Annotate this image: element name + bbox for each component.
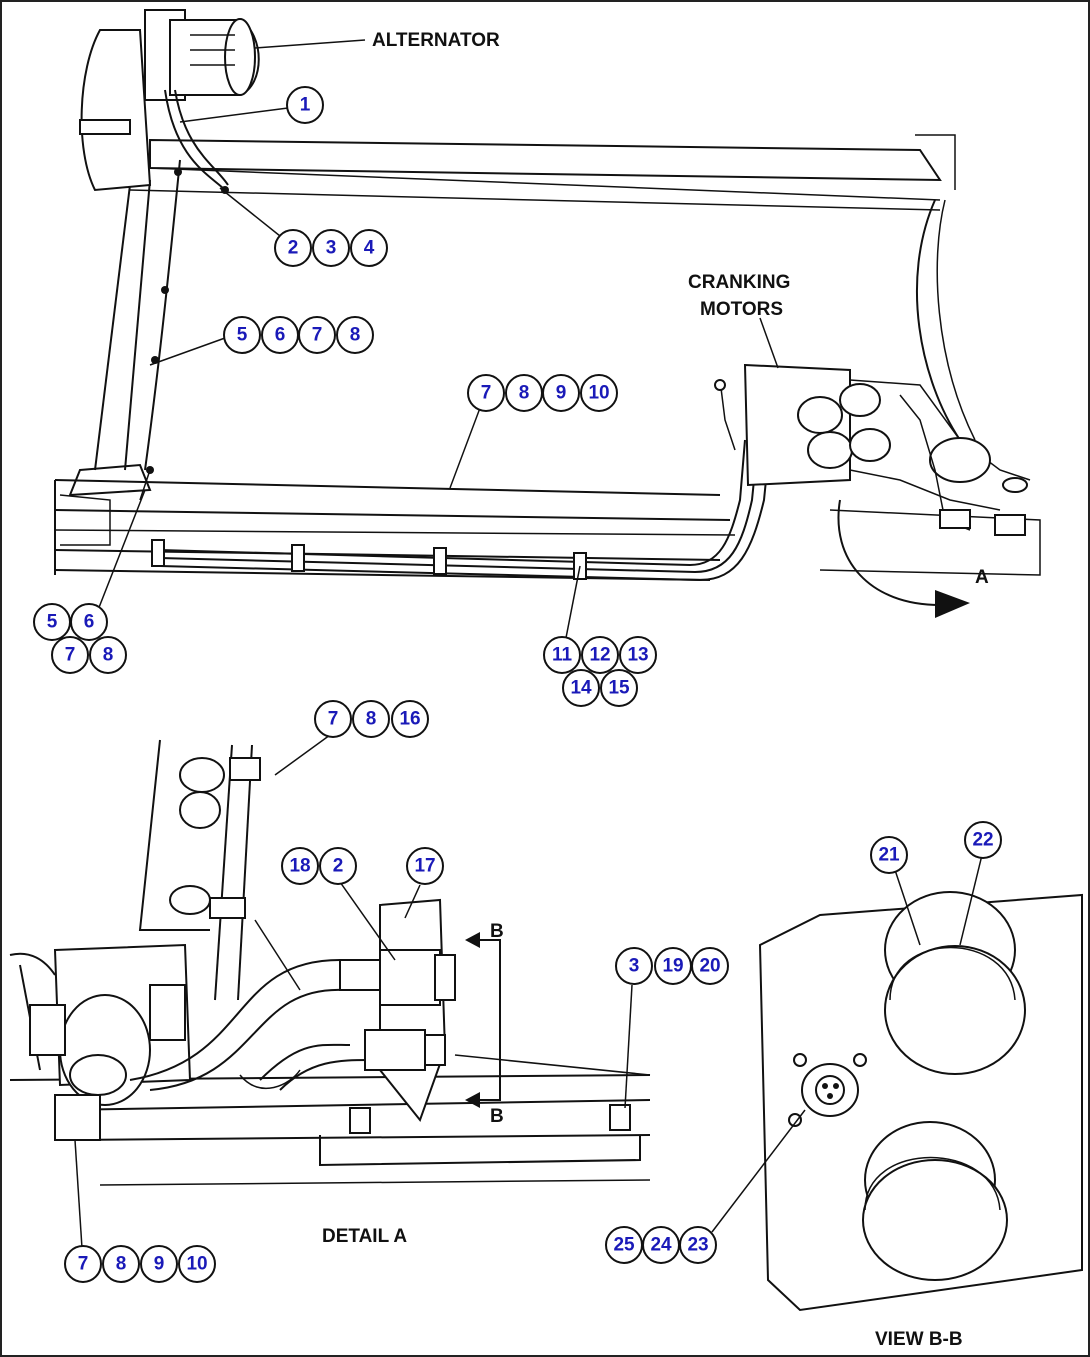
callout-bubble: 5 [223, 316, 261, 354]
callout-bubble: 9 [140, 1245, 178, 1283]
cranking-label-line1: CRANKING [688, 272, 790, 293]
svg-text:25: 25 [613, 1235, 635, 1256]
detail-a-title: DETAIL A [322, 1226, 407, 1247]
svg-text:8: 8 [103, 645, 114, 666]
section-b-arrows [465, 932, 501, 1108]
svg-text:15: 15 [608, 678, 630, 699]
callout-bubble: 6 [70, 603, 108, 641]
svg-text:3: 3 [629, 956, 640, 977]
svg-text:4: 4 [364, 238, 375, 259]
callout-bubble: 15 [600, 669, 638, 707]
cranking-label-line2: MOTORS [700, 299, 783, 320]
svg-text:22: 22 [972, 830, 993, 851]
callout-bubble: 7 [298, 316, 336, 354]
leaders-top [97, 39, 779, 644]
callout-bubble: 2 [274, 229, 312, 267]
callout-bubble: 17 [406, 847, 444, 885]
section-b-top-label: B [490, 921, 504, 942]
view-a-label: A [975, 567, 989, 588]
svg-text:10: 10 [588, 383, 609, 404]
svg-text:8: 8 [519, 383, 530, 404]
svg-text:7: 7 [78, 1254, 89, 1275]
view-a-arrow [837, 499, 970, 618]
svg-text:13: 13 [627, 645, 648, 666]
callout-bubble: 8 [102, 1245, 140, 1283]
callout-bubble: 1 [286, 86, 324, 124]
svg-text:7: 7 [312, 325, 323, 346]
svg-text:9: 9 [556, 383, 567, 404]
svg-text:21: 21 [878, 845, 900, 866]
svg-text:2: 2 [333, 856, 344, 877]
callout-bubble: 21 [870, 836, 908, 874]
callout-bubble: 3 [312, 229, 350, 267]
svg-text:11: 11 [552, 645, 573, 666]
svg-text:8: 8 [350, 325, 361, 346]
section-b-bottom-label: B [490, 1106, 504, 1127]
callout-bubble: 22 [964, 821, 1002, 859]
callout-bubble: 9 [542, 374, 580, 412]
harness-wires-top [139, 89, 771, 582]
view-bb-title: VIEW B-B [875, 1329, 963, 1350]
callout-bubble: 7 [64, 1245, 102, 1283]
svg-text:18: 18 [289, 856, 310, 877]
callout-bubble: 5 [33, 603, 71, 641]
callout-bubble: 8 [89, 636, 127, 674]
callout-bubble: 18 [281, 847, 319, 885]
alternator [79, 9, 260, 192]
svg-text:23: 23 [687, 1235, 708, 1256]
alternator-label: ALTERNATOR [372, 30, 500, 51]
svg-text:19: 19 [662, 956, 683, 977]
callout-bubble: 25 [605, 1226, 643, 1264]
callout-bubble: 14 [562, 669, 600, 707]
svg-text:6: 6 [84, 612, 95, 633]
callout-bubble: 19 [654, 947, 692, 985]
svg-text:8: 8 [116, 1254, 127, 1275]
callout-bubble: 16 [391, 700, 429, 738]
svg-text:5: 5 [47, 612, 58, 633]
callout-bubble: 6 [261, 316, 299, 354]
callout-bubble: 3 [615, 947, 653, 985]
callout-bubble: 13 [619, 636, 657, 674]
svg-text:14: 14 [570, 678, 592, 699]
callout-bubble: 10 [178, 1245, 216, 1283]
svg-text:10: 10 [186, 1254, 207, 1275]
svg-text:16: 16 [399, 709, 420, 730]
callout-bubble: 7 [314, 700, 352, 738]
leaders-view-bb [711, 854, 983, 1233]
svg-text:6: 6 [275, 325, 286, 346]
callout-bubble: 8 [336, 316, 374, 354]
cranking-motors [714, 363, 1031, 536]
svg-text:12: 12 [589, 645, 610, 666]
callout-bubble: 10 [580, 374, 618, 412]
view-bb-panel [758, 891, 1083, 1312]
callout-bubble: 7 [51, 636, 89, 674]
detail-a-structure [9, 739, 651, 1186]
callout-bubble: 12 [581, 636, 619, 674]
callout-bubble: 2 [319, 847, 357, 885]
callout-bubble: 8 [352, 700, 390, 738]
svg-text:2: 2 [288, 238, 299, 259]
svg-text:7: 7 [328, 709, 339, 730]
svg-text:5: 5 [237, 325, 248, 346]
callout-bubble: 23 [679, 1226, 717, 1264]
callout-bubble: 8 [505, 374, 543, 412]
callout-bubble: 4 [350, 229, 388, 267]
callout-bubble: 20 [691, 947, 729, 985]
callout-bubble: 24 [642, 1226, 680, 1264]
svg-text:8: 8 [366, 709, 377, 730]
leaders-detail-a [74, 734, 633, 1249]
svg-text:1: 1 [300, 95, 311, 116]
svg-text:7: 7 [481, 383, 492, 404]
callout-bubble: 11 [543, 636, 581, 674]
svg-text:24: 24 [650, 1235, 672, 1256]
svg-text:3: 3 [326, 238, 337, 259]
svg-text:17: 17 [414, 856, 435, 877]
svg-text:20: 20 [699, 956, 720, 977]
svg-text:7: 7 [65, 645, 76, 666]
svg-text:9: 9 [154, 1254, 165, 1275]
callout-bubble: 7 [467, 374, 505, 412]
main-frame-rails [54, 134, 1041, 581]
